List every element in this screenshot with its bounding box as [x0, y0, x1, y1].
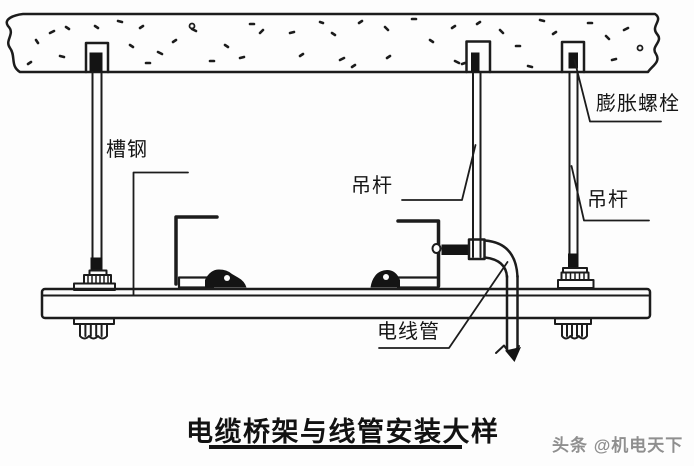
- ceiling-slab: [5, 12, 661, 74]
- channel-steel-bar: [40, 287, 652, 320]
- rod-fastener-right: [554, 253, 595, 340]
- leader-conduit: [378, 261, 509, 349]
- watermark-text: 头条 @机电天下: [552, 436, 684, 455]
- concrete-speckles: [26, 17, 630, 69]
- hanger-rod-middle: [472, 71, 482, 258]
- leader-lines: [132, 59, 662, 349]
- label-channel-steel: 槽钢: [106, 139, 148, 161]
- drawing-title: 电缆桥架与线管安装大样: [186, 417, 500, 447]
- rail-bolt-hole: [431, 243, 442, 254]
- tray-rail-left: [174, 215, 247, 289]
- label-conduit: 电线管: [377, 321, 440, 343]
- anchor-sleeve-middle: [465, 40, 492, 74]
- title-underline: [209, 445, 462, 449]
- leader-hanger-mid: [401, 144, 477, 201]
- anchor-sleeve-left: [84, 41, 110, 74]
- leader-expansion-bolt: [573, 59, 662, 123]
- hanger-rod-right: [568, 71, 579, 255]
- leader-hanger-right: [570, 165, 650, 222]
- hanger-rod-left: [91, 71, 103, 259]
- speckle-dot: [636, 44, 644, 52]
- rod-fastener-left: [73, 257, 116, 340]
- conduit-assembly: [441, 238, 521, 362]
- leader-channel-steel: [132, 171, 189, 296]
- speckle-dot: [188, 22, 196, 30]
- label-hanger-rod-mid: 吊杆: [351, 175, 393, 197]
- label-expansion-bolt: 膨胀螺栓: [596, 93, 680, 115]
- down-arrow: [505, 347, 521, 362]
- anchor-sleeve-right: [560, 40, 586, 74]
- label-hanger-rod-right: 吊杆: [587, 189, 629, 211]
- tray-rail-right: [370, 219, 442, 289]
